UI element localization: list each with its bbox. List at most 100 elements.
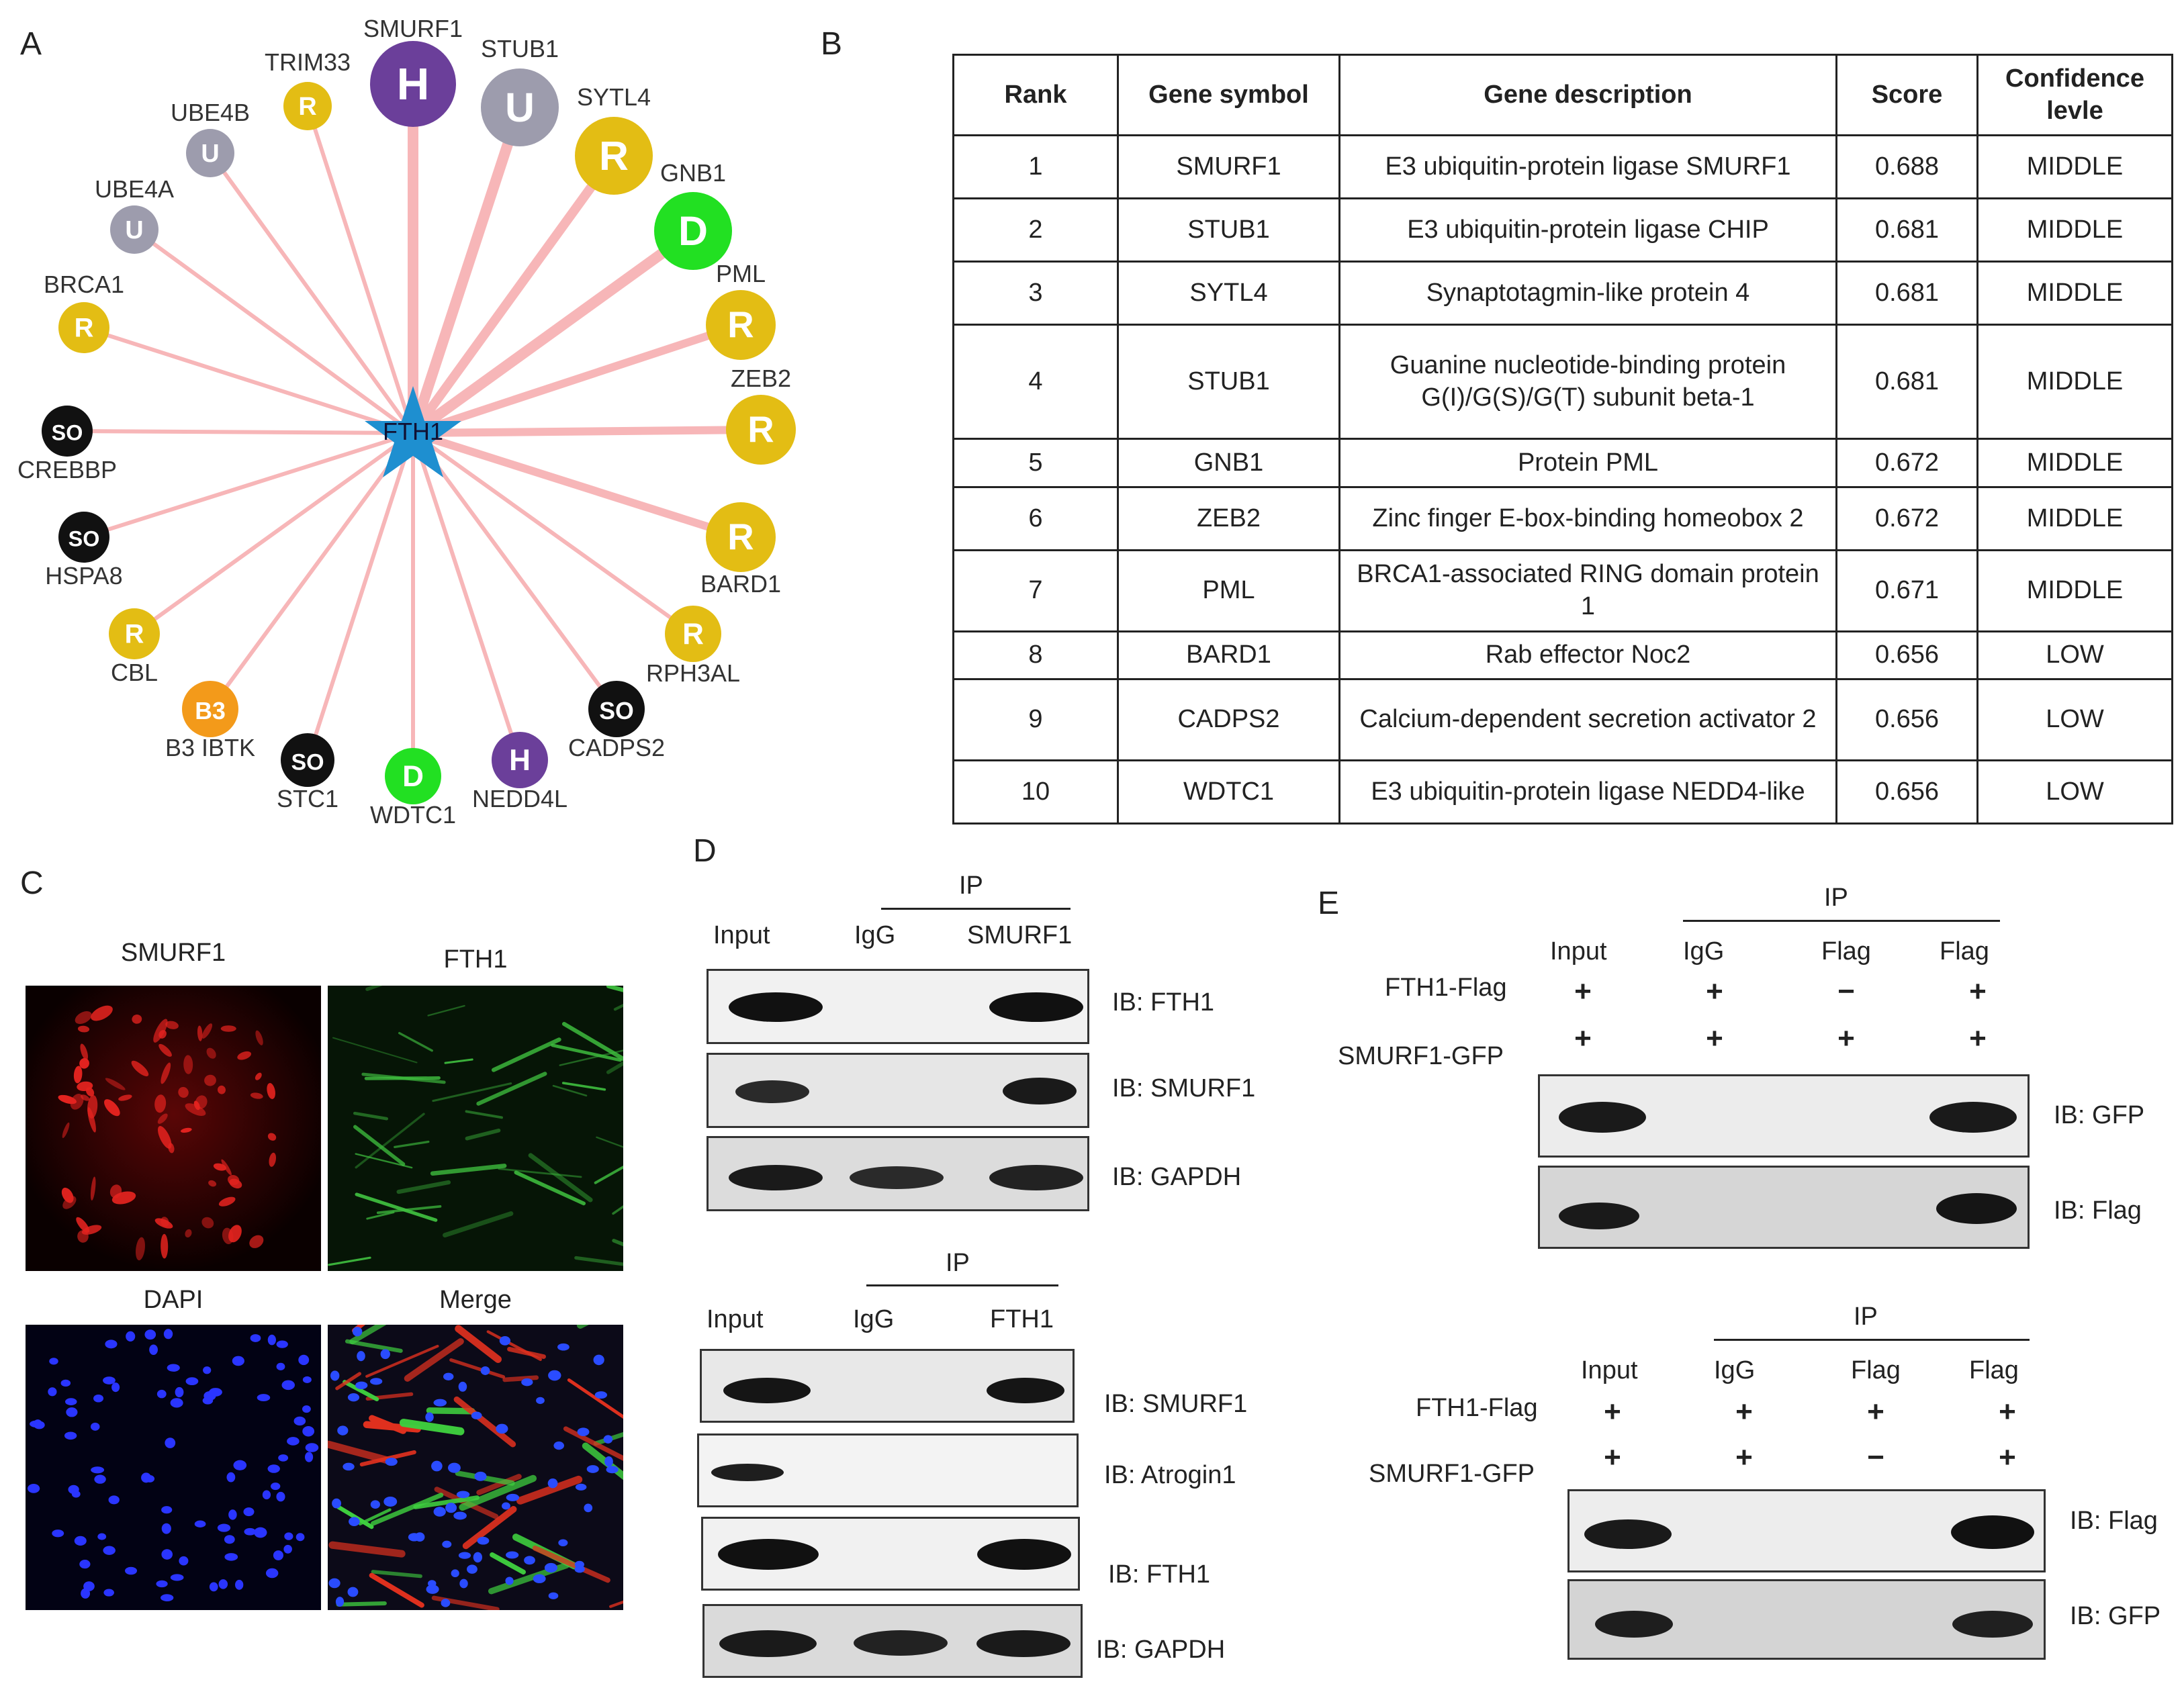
cell-score: 0.681	[1835, 261, 1978, 326]
d1-blot-gapdh	[707, 1136, 1089, 1211]
nucleus	[156, 1580, 168, 1588]
nucleus	[170, 1398, 183, 1408]
node-label: WDTC1	[370, 801, 456, 829]
cell-rank: 6	[952, 485, 1119, 551]
nucleus	[442, 1540, 452, 1548]
nucleus	[28, 1483, 40, 1493]
node-circle	[281, 733, 334, 787]
cell	[427, 1004, 465, 1017]
nucleus	[194, 1520, 206, 1527]
panel-d-label: D	[693, 833, 717, 869]
cell	[336, 1505, 374, 1530]
cell-confidence: LOW	[1976, 678, 2173, 761]
cell-gene-symbol: STUB1	[1117, 324, 1340, 440]
d1-row-smurf1: IB: SMURF1	[1112, 1074, 1256, 1102]
cell-gene-description: Synaptotagmin-like protein 4	[1338, 261, 1837, 326]
cell	[486, 1330, 542, 1362]
edge	[412, 431, 694, 636]
cell	[561, 1022, 623, 1062]
band	[1584, 1519, 1672, 1549]
cell	[353, 1125, 406, 1166]
cell	[606, 986, 623, 992]
node-type-glyph: U	[201, 140, 219, 168]
node-type-glyph: D	[678, 208, 708, 254]
node-circle	[588, 681, 645, 737]
nucleus	[473, 1552, 483, 1563]
cell	[371, 1493, 444, 1526]
nucleus	[144, 1329, 156, 1340]
nucleus	[506, 1551, 519, 1559]
cell	[85, 1087, 95, 1097]
node-circle	[706, 290, 776, 360]
band	[850, 1166, 944, 1189]
nucleus	[161, 1523, 171, 1534]
nucleus	[103, 1546, 116, 1555]
cell-gene-symbol: STUB1	[1117, 197, 1340, 263]
nucleus	[281, 1380, 295, 1391]
e1-lane-flag-1: Flag	[1821, 937, 1871, 966]
node-type-glyph: R	[727, 305, 754, 346]
node-type-glyph: SO	[69, 527, 100, 551]
cell-confidence: MIDDLE	[1976, 134, 2173, 200]
e2-blot-flag	[1567, 1489, 2046, 1572]
edge	[412, 426, 762, 437]
node-circle	[370, 41, 456, 127]
nucleus	[103, 1376, 116, 1384]
header-rank: Rank	[952, 54, 1119, 136]
e2-sign: +	[1999, 1441, 2016, 1474]
e1-row-label-fth1-flag: FTH1-Flag	[1385, 974, 1507, 1002]
nucleus	[224, 1553, 238, 1561]
cell	[132, 1015, 142, 1024]
nucleus	[165, 1438, 176, 1448]
cell	[185, 1229, 192, 1238]
d2-row-atrogin1: IB: Atrogin1	[1104, 1461, 1236, 1489]
node-label: TRIM33	[265, 48, 351, 76]
nucleus	[577, 1427, 590, 1436]
e2-sign: +	[1735, 1395, 1753, 1428]
e2-ip-label: IP	[1854, 1303, 1878, 1331]
e1-row-flag: IB: Flag	[2054, 1196, 2142, 1225]
band	[977, 1539, 1071, 1570]
cell	[609, 1600, 623, 1608]
nucleus	[447, 1462, 461, 1473]
nucleus	[383, 1496, 398, 1507]
nucleus	[304, 1452, 314, 1462]
panel-b-label: B	[821, 26, 843, 62]
e2-row-gfp: IB: GFP	[2070, 1602, 2161, 1630]
nucleus	[332, 1498, 341, 1509]
cell-gene-description: Rab effector Noc2	[1338, 630, 1837, 681]
panel-c-label: C	[20, 865, 44, 901]
nucleus	[458, 1381, 467, 1392]
band	[987, 1378, 1064, 1403]
panel-a-label: A	[20, 26, 42, 62]
nucleus	[349, 1517, 360, 1526]
micro-image-smurf1	[26, 986, 321, 1271]
nucleus	[337, 1425, 349, 1436]
nucleus	[594, 1391, 608, 1399]
micro-label-dapi: DAPI	[143, 1286, 203, 1314]
e2-sign: +	[1604, 1441, 1621, 1474]
cell-gene-description: Zinc finger E-box-binding homeobox 2	[1338, 485, 1837, 551]
nucleus	[254, 1527, 267, 1538]
e2-sign: +	[1735, 1441, 1753, 1474]
nucleus	[433, 1507, 446, 1517]
node-type-glyph: SO	[599, 698, 634, 724]
e1-sign: +	[1969, 975, 1987, 1008]
cell	[396, 1180, 451, 1194]
cell	[153, 1019, 168, 1043]
cell-confidence: LOW	[1976, 759, 2173, 825]
cell	[255, 1030, 263, 1045]
e1-blot-gfp	[1538, 1074, 2030, 1158]
d2-row-smurf1: IB: SMURF1	[1104, 1390, 1248, 1418]
nucleus	[385, 1458, 398, 1466]
nucleus	[71, 1491, 81, 1498]
node-label: SMURF1	[363, 15, 463, 42]
cell-confidence: MIDDLE	[1976, 261, 2173, 326]
nucleus	[295, 1533, 305, 1542]
